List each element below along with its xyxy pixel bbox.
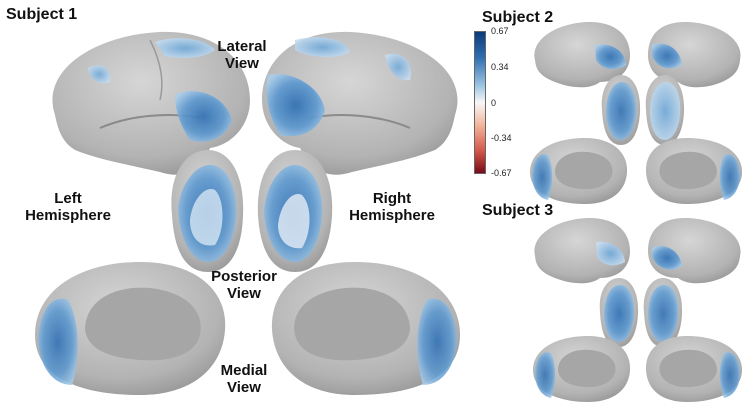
s1-left-lateral-brain [52, 31, 250, 175]
s2-left-medial-brain [530, 138, 628, 204]
s1-left-posterior-brain [171, 150, 244, 272]
s2-right-medial-brain [645, 138, 742, 204]
colorbar-tick-zero: 0 [491, 98, 497, 108]
s1-right-posterior-brain [257, 150, 333, 272]
s3-left-medial-brain [533, 336, 631, 402]
colorbar-tick-low: -0.34 [491, 133, 512, 143]
s3-left-lateral-brain [534, 218, 630, 284]
s2-right-lateral-brain [648, 22, 741, 88]
colorbar [474, 31, 486, 174]
subject-2-label: Subject 2 [482, 9, 554, 26]
s1-right-medial-brain [271, 262, 460, 395]
s1-left-medial-brain [35, 262, 226, 395]
s3-right-lateral-brain [648, 218, 741, 284]
colorbar-tick-max: 0.67 [491, 26, 509, 36]
colorbar-tick-min: -0.67 [491, 168, 512, 178]
s3-right-posterior-brain [643, 278, 683, 347]
s3-left-posterior-brain [599, 278, 639, 347]
s1-right-lateral-brain [262, 31, 458, 175]
s2-left-posterior-brain [601, 75, 641, 145]
colorbar-tick-high: 0.34 [491, 62, 509, 72]
subject-1-label: Subject 1 [6, 6, 78, 23]
s2-right-posterior-brain [645, 75, 685, 145]
s2-left-lateral-brain [534, 22, 630, 88]
subject-3-label: Subject 3 [482, 202, 554, 219]
s3-right-medial-brain [645, 336, 742, 402]
